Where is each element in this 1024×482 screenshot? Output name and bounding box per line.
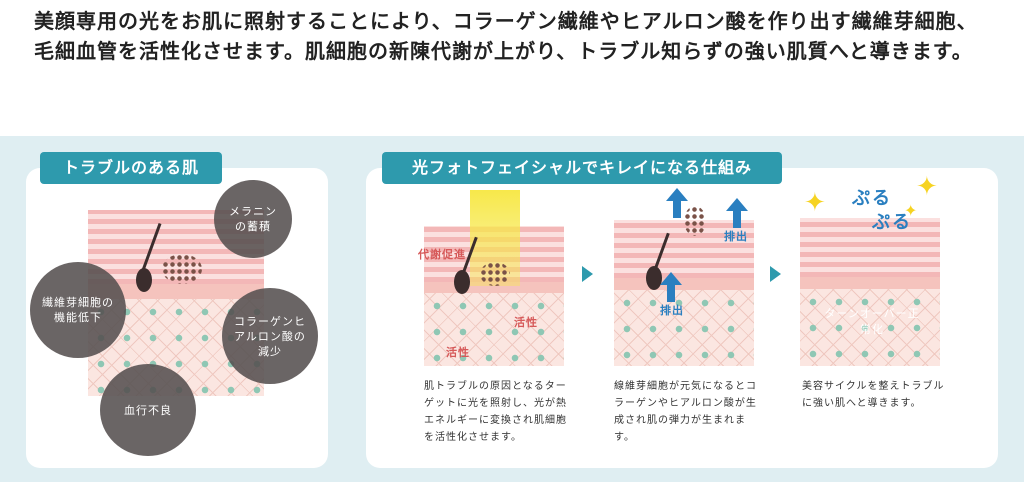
melanin-cluster [684,206,706,236]
step1-description: 肌トラブルの原因となるターゲットに光を照射し、光が熱エネルギーに変換され肌細胞を… [424,381,567,443]
melanin-cluster [162,254,202,284]
puru-label-1: ぷる [852,188,892,209]
mechanism-tag: 光フォトフェイシャルでキレイになる仕組み [382,152,782,184]
puru-label-2: ぷる [872,212,912,233]
step-arrow-1 [582,266,593,282]
bubble-melanin: メラニンの蓄積 [214,180,292,258]
active-label-2: 活性 [446,346,470,359]
bubble-blood-flow: 血行不良 [100,364,196,456]
step2-description: 線維芽細胞が元気になるとコラーゲンやヒアルロン酸が生成され肌の弾力が生まれます。 [614,381,757,443]
sparkle-icon: ✦ [904,201,918,220]
bubble-fibroblast: 繊維芽細胞の機能低下 [30,262,126,358]
step-arrow-2 [770,266,781,282]
arrow-up-icon [726,198,748,228]
bubble-collagen: コラーゲンヒアルロン酸の減少 [222,288,318,384]
arrow-up-icon [660,272,682,302]
intro-paragraph: 美顔専用の光をお肌に照射することにより、コラーゲン繊維やヒアルロン酸を作り出す繊… [34,9,978,63]
step3-skin-illustration [800,218,940,366]
melanin-cluster [480,262,510,286]
step2-skin-illustration [614,220,754,366]
excrete-label-2: 排出 [660,304,684,317]
step1-skin-illustration [424,226,564,366]
turnover-label: ターンオーバー正常化 [824,307,920,336]
step3-description: 美容サイクルを整えトラブルに強い肌へと導きます。 [802,381,945,409]
hair-root-icon [454,270,470,294]
sparkle-icon: ✦ [916,172,938,202]
arrow-up-icon [666,188,688,218]
sparkle-icon: ✦ [804,188,826,218]
active-label-1: 活性 [514,316,538,329]
metabolism-label: 代謝促進 [418,248,466,261]
hair-root-icon [646,266,662,290]
hair-root-icon [136,268,152,292]
trouble-skin-tag: トラブルのある肌 [40,152,222,184]
excrete-label-1: 排出 [724,230,748,243]
